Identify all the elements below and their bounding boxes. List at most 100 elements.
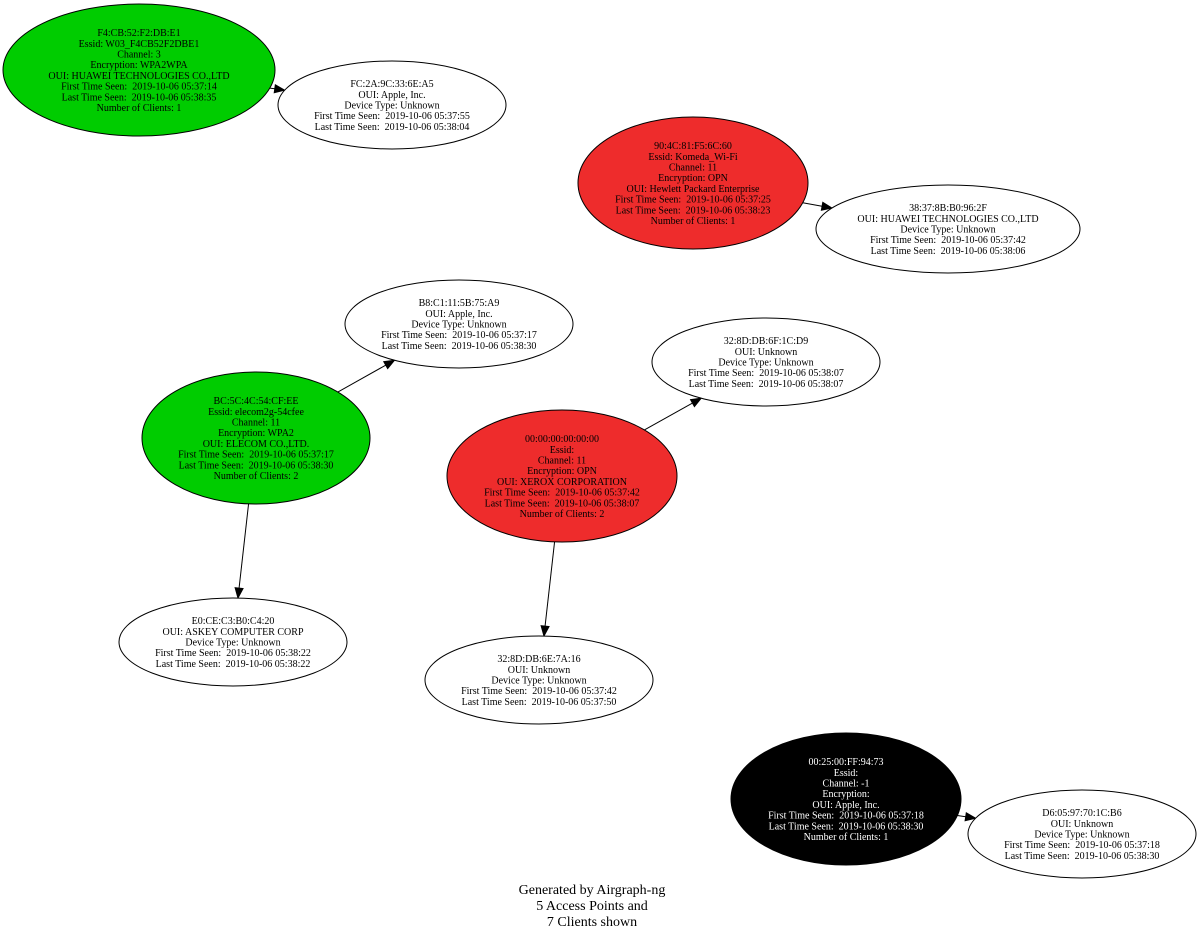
node-label-line: OUI: ELECOM CO.,LTD. <box>203 439 310 450</box>
node-label-line: Number of Clients: 2 <box>520 509 605 520</box>
node-ellipse <box>730 732 962 866</box>
arrow-head-icon <box>964 811 977 822</box>
node-ellipse <box>815 184 1081 274</box>
edge-line <box>544 541 556 627</box>
node-label-line: First Time Seen: 2019-10-06 05:37:14 <box>61 82 217 93</box>
node-label-line: OUI: HUAWEI TECHNOLOGIES CO.,LTD <box>857 214 1038 225</box>
node-label-line: Encryption: <box>822 789 869 800</box>
node-label-line: OUI: Unknown <box>735 347 798 358</box>
node-label-line: E0:CE:C3:B0:C4:20 <box>192 616 275 627</box>
node-label-line: Last Time Seen: 2019-10-06 05:38:35 <box>62 92 217 103</box>
node-label-line: 32:8D:DB:6F:1C:D9 <box>724 336 808 347</box>
edge-ap1-to-cl1 <box>269 84 287 94</box>
node-label-line: Device Type: Unknown <box>718 358 813 369</box>
node-label-line: Encryption: WPA2 <box>218 428 294 439</box>
node-label-line: OUI: Apple, Inc. <box>425 309 492 320</box>
node-label-line: OUI: Hewlett Packard Enterprise <box>626 184 760 195</box>
node-ellipse <box>118 597 348 687</box>
node-label-line: Encryption: OPN <box>658 173 728 184</box>
footer-line-client-count: 7 Clients shown <box>547 915 637 930</box>
node-label-line: Last Time Seen: 2019-10-06 05:38:30 <box>1005 851 1160 862</box>
edge-ap3-to-cl3 <box>337 359 396 393</box>
edge-line <box>644 402 693 431</box>
node-label-line: Last Time Seen: 2019-10-06 05:38:07 <box>485 498 640 509</box>
node-label-line: Device Type: Unknown <box>491 676 586 687</box>
node-label-line: F4:CB:52:F2:DB:E1 <box>97 28 180 39</box>
node-ellipse <box>2 3 276 137</box>
node-label-line: Essid: <box>834 768 858 779</box>
node-label-line: 00:25:00:FF:94:73 <box>808 757 883 768</box>
node-ellipse <box>967 789 1197 879</box>
arrow-head-icon <box>234 587 244 600</box>
node-label-line: OUI: HUAWEI TECHNOLOGIES CO.,LTD <box>48 71 229 82</box>
node-ellipse <box>651 317 881 407</box>
node-label-line: Number of Clients: 1 <box>651 216 736 227</box>
node-label-line: Device Type: Unknown <box>185 638 280 649</box>
node-label-line: First Time Seen: 2019-10-06 05:37:42 <box>484 488 640 499</box>
node-label-line: Essid: <box>550 445 574 456</box>
edge-line <box>337 364 386 393</box>
node-label-line: Last Time Seen: 2019-10-06 05:38:07 <box>689 379 844 390</box>
node-ellipse <box>424 635 654 725</box>
node-label-line: First Time Seen: 2019-10-06 05:37:25 <box>615 195 771 206</box>
node-ellipse <box>344 279 574 369</box>
edges-layer <box>234 84 977 822</box>
edge-ap3-to-cl5 <box>234 503 250 600</box>
node-label-line: Essid: W03_F4CB52F2DBE1 <box>79 39 200 50</box>
node-label-line: First Time Seen: 2019-10-06 05:37:42 <box>870 235 1026 246</box>
node-label-line: Last Time Seen: 2019-10-06 05:38:30 <box>769 821 924 832</box>
edge-line <box>957 815 966 818</box>
footer-line-generator: Generated by Airgraph-ng <box>519 883 666 898</box>
node-label-line: First Time Seen: 2019-10-06 05:37:17 <box>178 450 334 461</box>
node-label-line: First Time Seen: 2019-10-06 05:38:22 <box>155 648 311 659</box>
node-label-line: Device Type: Unknown <box>1034 830 1129 841</box>
node-label-line: Device Type: Unknown <box>900 225 995 236</box>
node-label-line: FC:2A:9C:33:6E:A5 <box>350 79 433 90</box>
node-label-line: OUI: Apple, Inc. <box>812 800 879 811</box>
node-label-line: Number of Clients: 2 <box>214 471 299 482</box>
node-label-line: OUI: XEROX CORPORATION <box>497 477 627 488</box>
node-label-line: Channel: 11 <box>669 162 717 173</box>
node-ellipse <box>446 409 678 543</box>
footer-line-ap-count: 5 Access Points and <box>536 899 648 914</box>
node-label-line: Encryption: WPA2WPA <box>90 60 188 71</box>
footer-caption: Generated by Airgraph-ng 5 Access Points… <box>519 883 666 930</box>
node-label-line: First Time Seen: 2019-10-06 05:38:07 <box>688 368 844 379</box>
edge-line <box>269 87 275 90</box>
node-label-line: OUI: Unknown <box>508 665 571 676</box>
edge-line <box>802 202 823 207</box>
node-label-line: Last Time Seen: 2019-10-06 05:38:30 <box>179 460 334 471</box>
arrow-head-icon <box>540 625 550 638</box>
node-label-line: Last Time Seen: 2019-10-06 05:38:30 <box>382 341 537 352</box>
node-ellipse <box>141 371 371 505</box>
node-label-line: Last Time Seen: 2019-10-06 05:38:23 <box>616 205 771 216</box>
node-ellipse <box>577 116 809 250</box>
edge-ap4-to-cl4 <box>644 397 703 431</box>
node-label-line: Channel: 11 <box>538 455 586 466</box>
node-label-line: OUI: Unknown <box>1051 819 1114 830</box>
node-label-line: Essid: elecom2g-54cfee <box>208 407 304 418</box>
arrow-head-icon <box>689 397 703 408</box>
node-label-line: BC:5C:4C:54:CF:EE <box>213 396 298 407</box>
edge-ap4-to-cl6 <box>540 541 556 638</box>
node-label-line: First Time Seen: 2019-10-06 05:37:55 <box>314 111 470 122</box>
node-label-line: Device Type: Unknown <box>344 101 439 112</box>
node-label-line: 38:37:8B:B0:96:2F <box>909 203 987 214</box>
node-label-line: OUI: ASKEY COMPUTER CORP <box>162 627 303 638</box>
node-label-line: Channel: 3 <box>117 49 161 60</box>
arrow-head-icon <box>382 359 396 370</box>
